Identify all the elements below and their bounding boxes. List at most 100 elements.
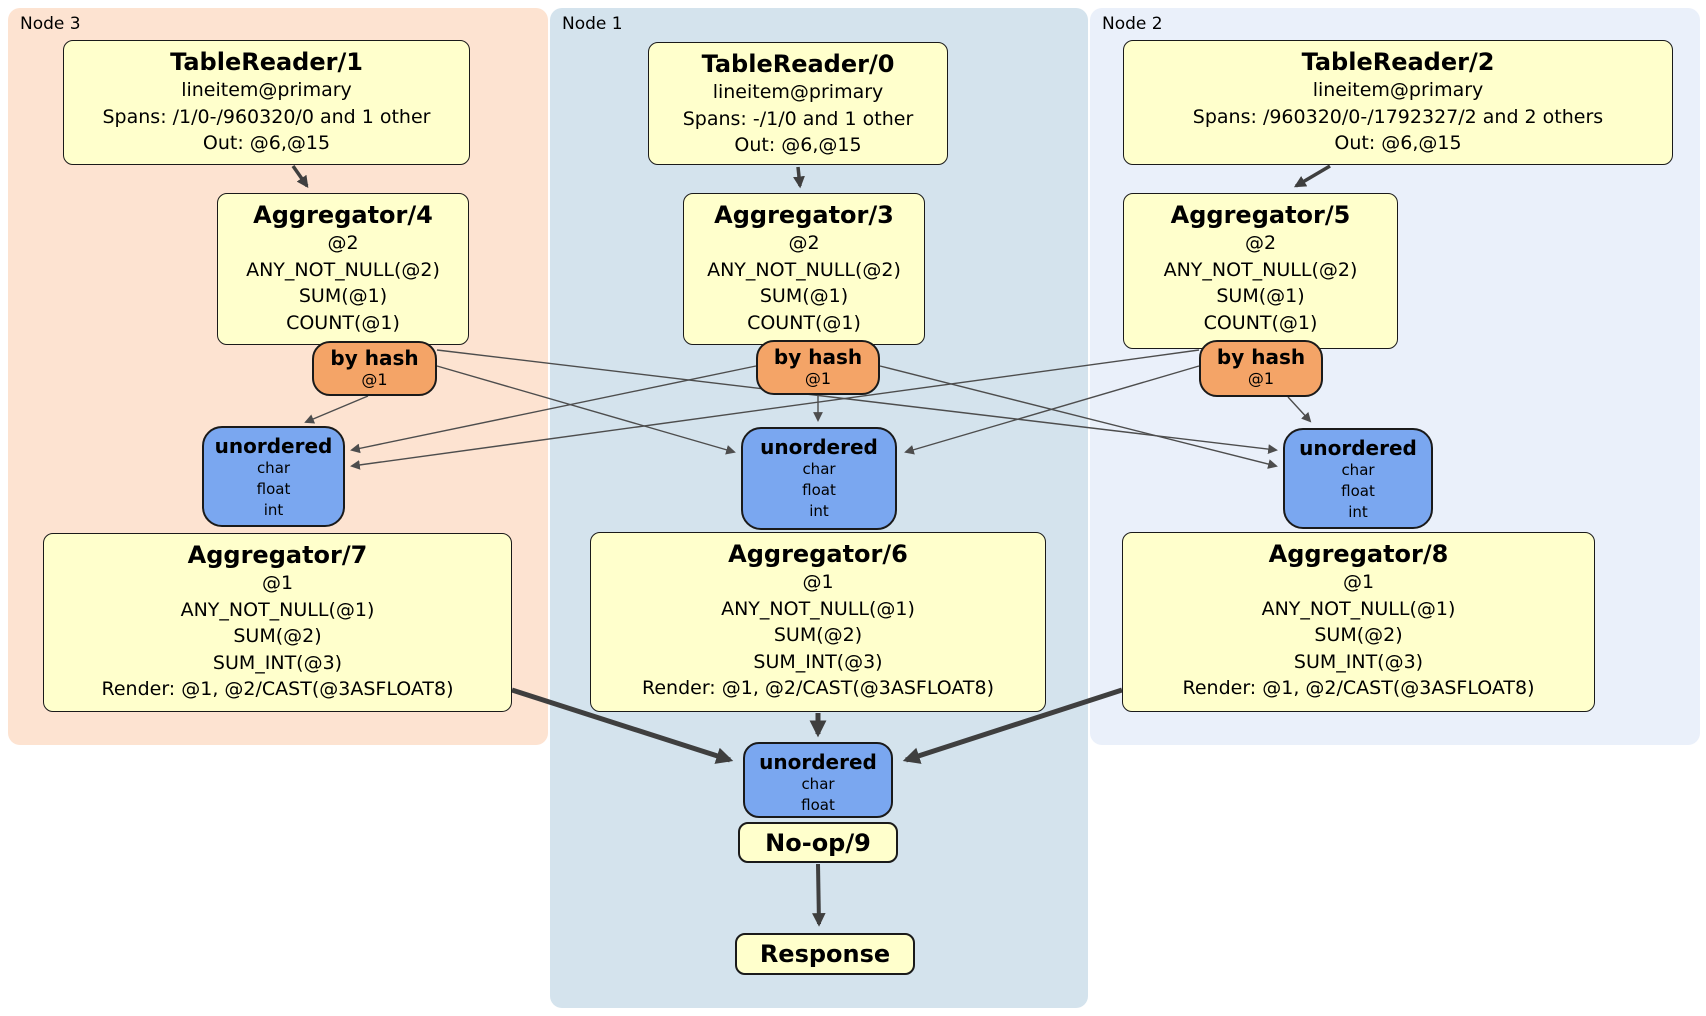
edge-hash3-sync2 bbox=[436, 349, 1278, 454]
aggregator-4-group: @2 bbox=[327, 232, 359, 254]
hash-router-node1-title: by hash bbox=[773, 345, 863, 369]
response-edge bbox=[812, 863, 826, 927]
aggregator-3-group: @2 bbox=[788, 232, 820, 254]
tablereader-1-box: TableReader/1 lineitem@primary Spans: /1… bbox=[63, 40, 470, 165]
hash-router-node2-key: @1 bbox=[1247, 369, 1275, 388]
sync-node2-col3: int bbox=[1348, 503, 1368, 521]
aggregator-8-fn2: SUM(@2) bbox=[1314, 624, 1403, 646]
sync-node3-col1: char bbox=[256, 459, 291, 477]
response-box: Response bbox=[735, 933, 915, 975]
aggregator-6-group: @1 bbox=[802, 571, 834, 593]
aggregator-8-title: Aggregator/8 bbox=[1268, 540, 1449, 568]
aggregator-6-title: Aggregator/6 bbox=[728, 540, 908, 568]
tablereader-1-title: TableReader/1 bbox=[170, 48, 363, 76]
aggregator-5-group: @2 bbox=[1244, 232, 1277, 254]
tablereader-0-index: lineitem@primary bbox=[712, 81, 884, 103]
aggregator-3-box: Aggregator/3 @2 ANY_NOT_NULL(@2) SUM(@1)… bbox=[683, 193, 925, 345]
aggregator-6-fn2: SUM(@2) bbox=[773, 624, 863, 646]
sync-node1-col1: char bbox=[802, 460, 836, 478]
panel-node3-label: Node 3 bbox=[20, 14, 81, 34]
edge-tr0-agg3 bbox=[793, 166, 805, 189]
aggregator-3-title: Aggregator/3 bbox=[714, 201, 894, 229]
aggregator-4-box: Aggregator/4 @2 ANY_NOT_NULL(@2) SUM(@1)… bbox=[217, 193, 469, 345]
router-edges bbox=[304, 349, 1312, 470]
panel-node2-label: Node 2 bbox=[1102, 14, 1163, 34]
tablereader-2-spans: Spans: /960320/0-/1792327/2 and 2 others bbox=[1192, 105, 1604, 128]
aggregator-4-fn1: ANY_NOT_NULL(@2) bbox=[246, 258, 440, 281]
sync-final-col1: char bbox=[801, 775, 835, 793]
tablereader-2-out: Out: @6,@15 bbox=[1334, 132, 1462, 154]
hash-router-node2-title: by hash bbox=[1216, 345, 1306, 369]
unordered-sync-node2-title: unordered bbox=[1299, 436, 1417, 460]
aggregator-7-fn3: SUM_INT(@3) bbox=[212, 651, 343, 674]
edge-hash3-sync1 bbox=[436, 365, 736, 455]
edge-noop-response bbox=[812, 863, 826, 927]
aggregator-3-fn2: SUM(@1) bbox=[759, 285, 849, 307]
panel-node1-label: Node 1 bbox=[562, 14, 623, 34]
aggregator-3-fn1: ANY_NOT_NULL(@2) bbox=[707, 258, 901, 281]
tablereader-1-index: lineitem@primary bbox=[181, 79, 352, 101]
unordered-sync-node3-title: unordered bbox=[214, 434, 333, 458]
edge-tr1-agg4 bbox=[291, 164, 309, 188]
unordered-sync-node1: unordered char float int bbox=[741, 427, 897, 530]
aggregator-3-fn3: COUNT(@1) bbox=[747, 311, 861, 334]
noop-box: No-op/9 bbox=[738, 822, 898, 863]
aggregator-6-box: Aggregator/6 @1 ANY_NOT_NULL(@1) SUM(@2)… bbox=[590, 532, 1046, 712]
aggregator-7-render: Render: @1, @2/CAST(@3ASFLOAT8) bbox=[101, 678, 454, 700]
hash-router-node2: by hash @1 bbox=[1199, 340, 1323, 397]
aggregator-5-fn2: SUM(@1) bbox=[1216, 285, 1305, 307]
aggregator-5-fn3: COUNT(@1) bbox=[1203, 311, 1318, 334]
edge-hash1-sync3 bbox=[350, 365, 757, 454]
sync-node2-col1: char bbox=[1341, 461, 1375, 479]
edge-agg7-syncF bbox=[511, 687, 734, 764]
hash-router-node1: by hash @1 bbox=[756, 340, 880, 395]
hash-router-node3: by hash @1 bbox=[312, 341, 437, 396]
aggregator-6-render: Render: @1, @2/CAST(@3ASFLOAT8) bbox=[642, 677, 994, 699]
tablereader-0-box: TableReader/0 lineitem@primary Spans: -/… bbox=[648, 42, 948, 165]
hash-router-node3-title: by hash bbox=[330, 346, 419, 370]
aggregator-7-box: Aggregator/7 @1 ANY_NOT_NULL(@1) SUM(@2)… bbox=[43, 533, 512, 712]
noop-title: No-op/9 bbox=[765, 828, 871, 857]
edge-agg8-syncF bbox=[902, 687, 1123, 764]
tablereader-2-index: lineitem@primary bbox=[1312, 79, 1484, 101]
unordered-sync-node1-title: unordered bbox=[760, 435, 878, 459]
edge-hash1-sync2 bbox=[879, 365, 1278, 469]
edge-tr2-agg5 bbox=[1293, 164, 1331, 188]
aggregator-8-render: Render: @1, @2/CAST(@3ASFLOAT8) bbox=[1182, 677, 1535, 699]
sync-node1-col2: float bbox=[802, 481, 836, 499]
sync-node1-col3: int bbox=[809, 502, 829, 520]
sync-node3-col3: int bbox=[263, 501, 284, 519]
aggregator-7-fn1: ANY_NOT_NULL(@1) bbox=[180, 598, 375, 621]
tablereader-2-box: TableReader/2 lineitem@primary Spans: /9… bbox=[1123, 40, 1673, 165]
reader-edges bbox=[291, 164, 1331, 189]
aggregator-5-box: Aggregator/5 @2 ANY_NOT_NULL(@2) SUM(@1)… bbox=[1123, 193, 1398, 349]
unordered-sync-node3: unordered char float int bbox=[202, 426, 345, 527]
aggregator-4-fn3: COUNT(@1) bbox=[286, 311, 400, 334]
tablereader-1-spans: Spans: /1/0-/960320/0 and 1 other bbox=[102, 105, 431, 128]
aggregator-4-title: Aggregator/4 bbox=[253, 201, 433, 229]
aggregator-8-group: @1 bbox=[1342, 571, 1375, 593]
tablereader-1-out: Out: @6,@15 bbox=[202, 132, 331, 154]
aggregator-7-title: Aggregator/7 bbox=[187, 541, 368, 569]
tablereader-0-title: TableReader/0 bbox=[701, 50, 895, 78]
edge-hash2-sync3 bbox=[350, 349, 1200, 470]
aggregator-6-fn3: SUM_INT(@3) bbox=[753, 650, 883, 673]
response-title: Response bbox=[759, 940, 891, 968]
sync-final-col2: float bbox=[801, 796, 835, 814]
hash-router-node3-key: @1 bbox=[361, 370, 388, 389]
edge-hash2-sync1 bbox=[904, 365, 1200, 455]
tablereader-0-out: Out: @6,@15 bbox=[734, 134, 862, 156]
aggregator-5-title: Aggregator/5 bbox=[1170, 201, 1351, 229]
tablereader-2-title: TableReader/2 bbox=[1301, 48, 1495, 76]
hash-router-node1-key: @1 bbox=[804, 369, 832, 388]
aggregator-4-fn2: SUM(@1) bbox=[298, 285, 388, 307]
edge-hash2-sync2 bbox=[1287, 396, 1312, 423]
tablereader-0-spans: Spans: -/1/0 and 1 other bbox=[682, 107, 914, 130]
sync-node3-col2: float bbox=[256, 480, 291, 498]
aggregator-7-fn2: SUM(@2) bbox=[233, 625, 322, 647]
aggregator-7-group: @1 bbox=[261, 572, 294, 594]
unordered-sync-final-title: unordered bbox=[759, 750, 877, 774]
aggregator-5-fn1: ANY_NOT_NULL(@2) bbox=[1163, 258, 1358, 281]
